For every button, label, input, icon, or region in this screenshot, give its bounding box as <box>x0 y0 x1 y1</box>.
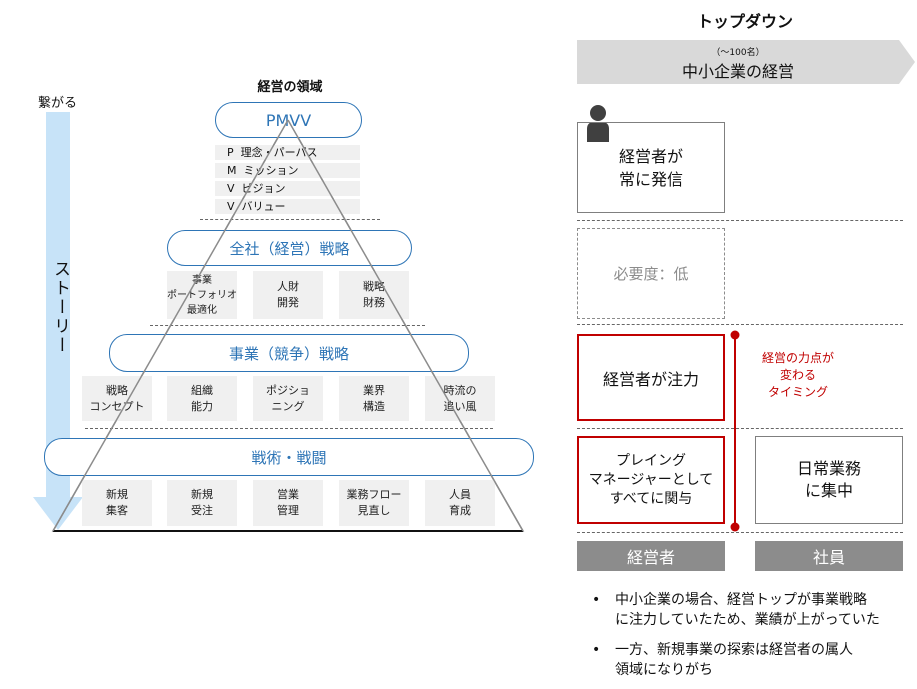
row-divider <box>577 428 903 429</box>
tactics-cell: 新規 集客 <box>82 480 152 526</box>
person-icon <box>587 105 609 142</box>
bullet-text: 中小企業の場合、経営トップが事業戦略 に注力していたため、業績が上がっていた <box>615 592 880 628</box>
footer-ceo: 経営者 <box>577 541 725 571</box>
row-divider <box>577 220 903 221</box>
pmvv-row-mission: M ミッション <box>215 163 360 178</box>
row-divider <box>577 324 903 325</box>
business-strategy-pill: 事業（競争）戦略 <box>109 334 469 372</box>
topdown-title: トップダウン <box>696 12 793 31</box>
business-cell: 業界 構造 <box>339 376 409 421</box>
bullet-text: 一方、新規事業の探索は経営者の属人 領域になりがち <box>615 642 853 678</box>
banner-subtitle: （～100名） <box>711 48 765 58</box>
pmvv-pill: PMVV <box>215 102 362 138</box>
timing-line <box>730 330 740 532</box>
timing-label: 経営の力点が 変わる タイミング <box>761 351 834 399</box>
footer-staff: 社員 <box>755 541 903 571</box>
corporate-strategy-label: 全社（経営）戦略 <box>229 239 350 258</box>
corporate-strategy-pill: 全社（経営）戦略 <box>167 230 412 266</box>
pmvv-row-value: V バリュー <box>215 199 360 214</box>
footer-staff-label: 社員 <box>812 548 845 567</box>
pmvv-row-vision: V ビジョン <box>215 181 360 196</box>
chevron-banner-icon <box>577 40 915 84</box>
bullet-dot: • <box>592 592 601 608</box>
bullet-dot: • <box>592 642 601 658</box>
connect-label: 繋がる <box>38 96 78 111</box>
divider <box>85 428 493 429</box>
footer-ceo-label: 経営者 <box>626 548 675 567</box>
divider <box>150 325 425 326</box>
low-need-box: 必要度：低 <box>577 228 725 319</box>
banner-title: 中小企業の経営 <box>681 62 794 81</box>
pmvv-row-purpose: P 理念・パーパス <box>215 145 360 160</box>
tactics-cell: 業務フロー 見直し <box>339 480 409 526</box>
tactics-label: 戦術・戦闘 <box>251 448 327 467</box>
business-strategy-label: 事業（競争）戦略 <box>228 344 349 363</box>
pyramid-title: 経営の領域 <box>257 80 323 95</box>
ceo-sends-box: 経営者が 常に発信 <box>577 122 725 213</box>
divider <box>200 219 380 220</box>
business-cell: 組織 能力 <box>167 376 237 421</box>
business-cell: 戦略 コンセプト <box>82 376 152 421</box>
business-cell: 時流の 追い風 <box>425 376 495 421</box>
ceo-focus-box: 経営者が注力 <box>577 334 725 421</box>
corporate-cell: 事業 ポートフォリオ 最適化 <box>167 271 237 319</box>
business-cell: ポジショ ニング <box>253 376 323 421</box>
playing-manager-box: プレイング マネージャーとして すべてに関与 <box>577 436 725 524</box>
tactics-pill: 戦術・戦闘 <box>44 438 534 476</box>
tactics-cell: 新規 受注 <box>167 480 237 526</box>
corporate-cell: 人財 開発 <box>253 271 323 319</box>
tactics-cell: 人員 育成 <box>425 480 495 526</box>
daily-work-box: 日常業務 に集中 <box>755 436 903 524</box>
pmvv-label: PMVV <box>265 110 312 130</box>
row-divider <box>577 532 903 533</box>
tactics-cell: 営業 管理 <box>253 480 323 526</box>
corporate-cell: 戦略 財務 <box>339 271 409 319</box>
